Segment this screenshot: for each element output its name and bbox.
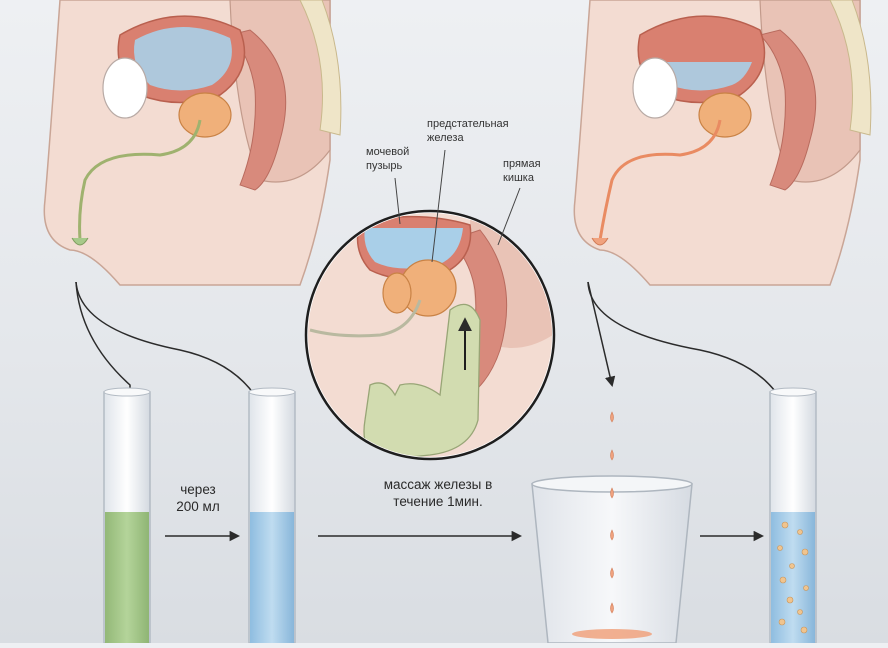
leader-lines xyxy=(394,149,521,263)
label-massage: массаж железы в течение 1мин. xyxy=(383,477,493,509)
tube-3-sediment xyxy=(769,387,817,644)
tube-1-green xyxy=(103,387,151,644)
tube-2-blue xyxy=(248,387,296,644)
label-rectum: прямая кишка xyxy=(503,158,541,184)
anatomy-left xyxy=(43,0,342,286)
label-prostate: предстательная железа xyxy=(427,118,509,144)
zoom-circle xyxy=(304,209,556,461)
label-through-200ml: через 200 мл xyxy=(176,482,220,514)
collection-cup xyxy=(531,411,693,644)
anatomy-right xyxy=(573,0,872,286)
label-bladder: мочевой пузырь xyxy=(366,146,410,172)
